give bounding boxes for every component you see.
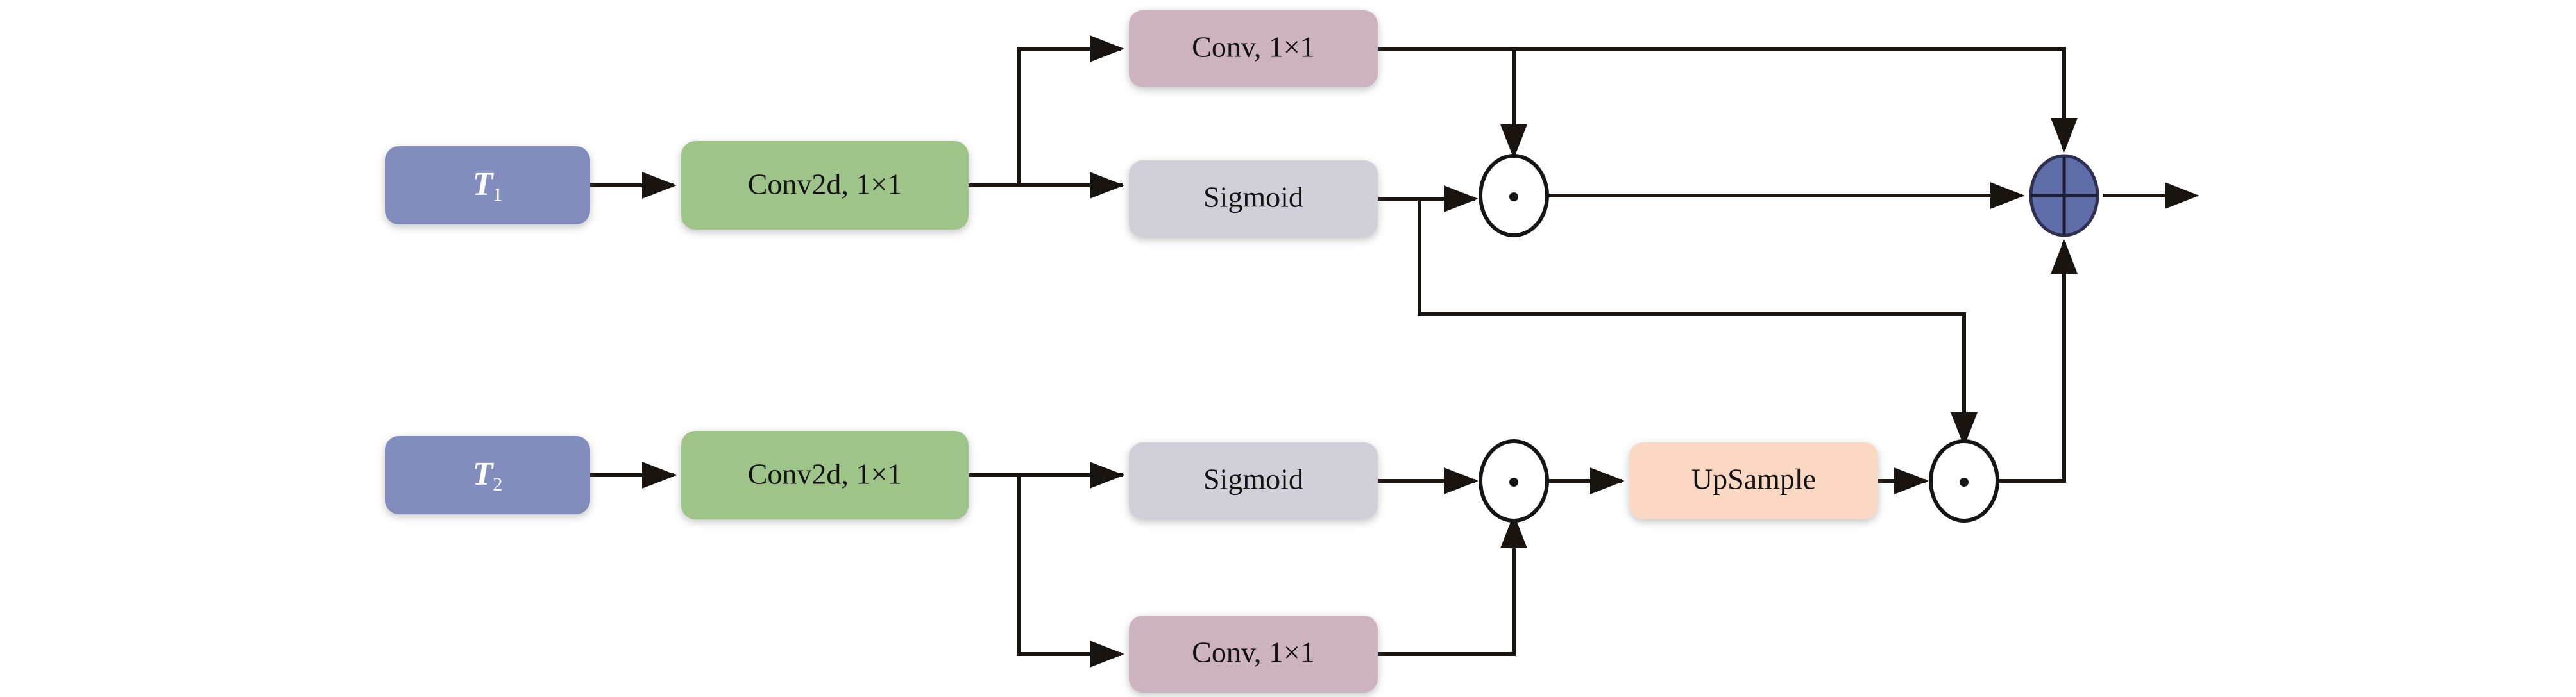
sigmoid-bottom-label: Sigmoid [1203,463,1303,496]
op-sum[interactable] [2029,154,2099,237]
edge-mulbot2-to-sum [1995,239,2078,483]
node-tensor-t1[interactable]: T1 [385,146,590,224]
conv2d-top-label: Conv2d, 1×1 [748,168,902,201]
edge-fork-top-riser [1017,35,1124,185]
tensor-t2-box[interactable] [385,436,590,514]
edges-layer [590,35,2199,668]
tensor-t1-subscript: 1 [493,184,502,205]
upsample-label: UpSample [1691,463,1816,496]
op-multiply-bottom-2[interactable] [1929,439,1999,523]
conv2d-top-box[interactable] [681,141,969,230]
tensor-t2-subscript: 2 [493,474,502,495]
edge-convbot-to-mulbot1 [1378,514,1527,656]
sigmoid-top-box[interactable] [1129,160,1378,237]
tensor-t1-label: T1 [473,166,503,205]
tensor-t1-box[interactable] [385,146,590,224]
tensor-t2-label: T2 [473,456,503,495]
sigmoid-top-label: Sigmoid [1203,181,1303,214]
node-conv-bottom[interactable]: Conv, 1×1 [1129,616,1378,693]
op-multiply-top[interactable] [1479,154,1549,237]
multiply-bottom1-dot-icon [1509,478,1518,487]
node-conv2d-top[interactable]: Conv2d, 1×1 [681,141,969,230]
edge-fork-bot-dropper [1017,475,1124,668]
multiply-bottom2-dot-icon [1960,478,1969,487]
conv2d-bottom-box[interactable] [681,431,969,519]
upsample-box[interactable] [1629,442,1878,519]
edge-sigmoidtop-to-mulbot2 [1418,199,1978,447]
edge-convtop-to-sum [1378,47,2078,153]
conv-top-label: Conv, 1×1 [1192,31,1315,63]
conv-bottom-box[interactable] [1129,616,1378,693]
node-upsample[interactable]: UpSample [1629,442,1878,519]
node-tensor-t2[interactable]: T2 [385,436,590,514]
multiply-top-dot-icon [1509,192,1518,201]
node-sigmoid-bottom[interactable]: Sigmoid [1129,442,1378,519]
conv-top-box[interactable] [1129,10,1378,87]
sigmoid-bottom-box[interactable] [1129,442,1378,519]
nodes-layer: T1 Conv2d, 1×1 Conv, 1×1 Sigmoid [385,10,2099,693]
node-conv2d-bottom[interactable]: Conv2d, 1×1 [681,431,969,519]
conv2d-bottom-label: Conv2d, 1×1 [748,458,902,491]
node-conv-top[interactable]: Conv, 1×1 [1129,10,1378,87]
node-sigmoid-top[interactable]: Sigmoid [1129,160,1378,237]
op-multiply-bottom-1[interactable] [1479,439,1549,523]
conv-bottom-label: Conv, 1×1 [1192,636,1315,669]
